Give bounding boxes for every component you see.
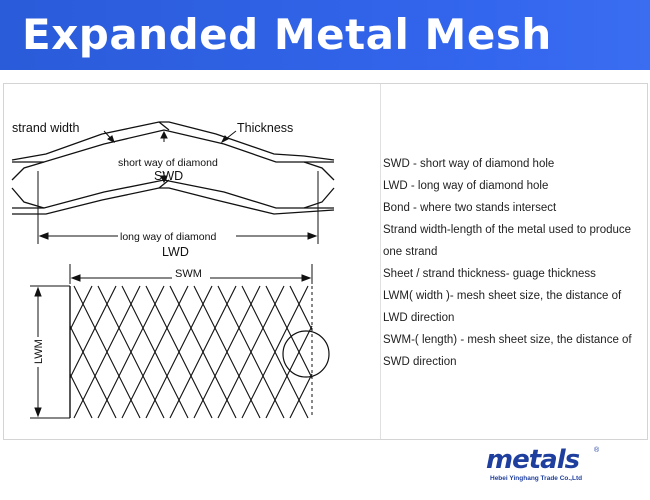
definition-swm-cont: SWD direction: [383, 356, 457, 368]
mesh-strand: [69, 373, 93, 419]
panel-divider: [380, 84, 381, 439]
definition-lwm-cont: LWD direction: [383, 312, 455, 324]
page-title: Expanded Metal Mesh: [22, 10, 552, 59]
mesh-sheet: [69, 285, 330, 419]
thickness-label: Thickness: [237, 121, 293, 135]
mesh-strand: [69, 325, 117, 419]
mesh-strand: [289, 373, 313, 419]
definitions-list: SWD - short way of diamond hole LWD - lo…: [383, 153, 647, 373]
definition-strand-width-cont: one strand: [383, 246, 438, 258]
definition-bond: Bond - where two stands intersect: [383, 202, 557, 214]
mesh-strand: [97, 285, 165, 419]
lwd-label: LWD: [162, 245, 189, 259]
mesh-strand: [265, 285, 313, 379]
strand-width-label: strand width: [12, 121, 79, 135]
mesh-strand: [241, 285, 309, 419]
mesh-strand: [145, 285, 213, 419]
mesh-strand: [69, 285, 93, 331]
mesh-strand: [69, 285, 117, 379]
mesh-strand: [265, 325, 313, 419]
logo-company-name: Hebei Yinghang Trade Co.,Ltd: [490, 475, 583, 482]
short-way-label: short way of diamond: [118, 157, 218, 169]
definition-swd: SWD - short way of diamond hole: [383, 158, 555, 170]
definition-lwm: LWM( width )- mesh sheet size, the dista…: [383, 290, 622, 302]
logo-wordmark: metals: [486, 445, 580, 475]
swd-label: SWD: [154, 169, 183, 183]
mesh-strand: [193, 285, 261, 419]
definition-swm: SWM-( length) - mesh sheet size, the dis…: [383, 334, 632, 346]
strand-lower-outer: [12, 187, 335, 215]
mesh-diagram: strand width Thickness short way of diam…: [11, 121, 335, 419]
strand-right-upper: [303, 161, 335, 181]
bond-bottom: [158, 179, 170, 189]
company-logo: metals ® Hebei Yinghang Trade Co.,Ltd: [486, 445, 606, 489]
lwm-label: LWM: [33, 339, 45, 364]
registered-mark: ®: [594, 447, 600, 454]
strand-upper-outer: [11, 121, 335, 161]
detail-circle: [282, 330, 330, 378]
strand-lower-inner: [12, 179, 334, 209]
title-banner: Expanded Metal Mesh: [0, 0, 650, 70]
mesh-strand: [121, 285, 189, 419]
swm-label: SWM: [175, 268, 202, 280]
long-way-label-bg: [118, 228, 236, 242]
mesh-strand: [169, 285, 237, 419]
strand-right-lower: [303, 187, 335, 209]
mesh-strand: [217, 285, 285, 419]
definition-strand-width: Strand width-length of the metal used to…: [383, 224, 632, 236]
definition-lwd: LWD - long way of diamond hole: [383, 180, 549, 192]
strand-left-lower: [11, 187, 45, 209]
swm-label-bg: [172, 267, 210, 281]
strand-left-upper: [11, 161, 45, 181]
long-way-label: long way of diamond: [120, 231, 216, 243]
definition-thickness: Sheet / strand thickness- guage thicknes…: [383, 268, 596, 280]
banner-background: [0, 0, 650, 70]
mesh-strand: [73, 285, 141, 419]
bond-top: [158, 121, 170, 131]
annotation-arrows: [37, 130, 319, 244]
mesh-strand: [289, 285, 313, 331]
lwm-label-bg: [30, 337, 46, 367]
